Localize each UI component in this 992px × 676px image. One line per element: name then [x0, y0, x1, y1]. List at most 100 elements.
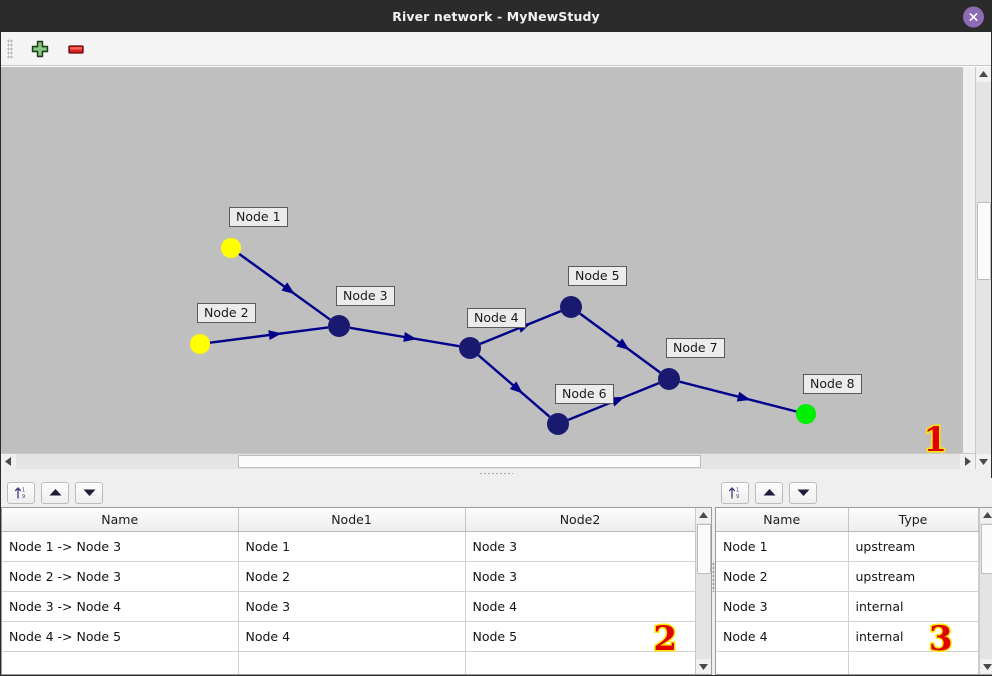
table-cell[interactable]: Node 1 [238, 531, 466, 562]
table-cell[interactable]: Node 5 [465, 621, 695, 652]
nodes-move-down-button[interactable] [789, 481, 817, 504]
graph-node-node-5[interactable] [560, 296, 582, 318]
table-cell[interactable]: internal [848, 621, 979, 652]
links-scroll-up-button[interactable] [696, 508, 711, 523]
table-cell[interactable]: Node 1 -> Node 3 [2, 531, 239, 562]
network-diagram[interactable]: Node 1 Node 2 Node 3 Node 4 Node 5 Node 6 Node… [1, 67, 963, 453]
column-header-node2[interactable]: Node2 [465, 508, 695, 532]
table-cell[interactable]: Node 4 -> Node 5 [2, 621, 239, 652]
scroll-right-button[interactable] [960, 454, 975, 469]
hscroll-thumb[interactable] [238, 455, 701, 468]
table-cell[interactable]: upstream [848, 531, 979, 562]
graph-vscrollbar[interactable] [975, 67, 991, 469]
splitter-grip-icon [479, 472, 513, 475]
table-cell[interactable]: Node 1 [716, 531, 849, 562]
table-cell-empty[interactable] [716, 651, 849, 674]
table-cell-empty[interactable] [465, 651, 695, 674]
add-node-button[interactable] [29, 38, 51, 60]
scroll-left-button[interactable] [1, 454, 16, 469]
node-label-node-4[interactable]: Node 4 [467, 308, 526, 329]
column-header-name[interactable]: Name [716, 508, 849, 532]
table-cell[interactable]: Node 3 [716, 591, 849, 622]
table-cell[interactable]: internal [848, 591, 979, 622]
links-scroll-down-button[interactable] [696, 659, 711, 674]
node-label-node-6[interactable]: Node 6 [555, 384, 614, 405]
graph-node-node-6[interactable] [547, 413, 569, 435]
table-cell-empty[interactable] [238, 651, 466, 674]
links-move-down-button[interactable] [75, 481, 103, 504]
triangle-right-icon [965, 457, 971, 466]
links-sort-button[interactable]: 1 9 [7, 481, 35, 504]
links-vscroll-thumb[interactable] [697, 524, 711, 574]
table-cell[interactable]: upstream [848, 561, 979, 592]
node-label-node-7[interactable]: Node 7 [666, 338, 725, 359]
toolbar-grip[interactable] [7, 38, 13, 59]
horizontal-splitter[interactable] [1, 469, 991, 478]
close-button[interactable] [963, 6, 984, 27]
delete-icon [68, 44, 84, 54]
nodes-vscrollbar[interactable] [978, 508, 992, 674]
graph-node-node-8[interactable] [796, 404, 816, 424]
column-header-node1[interactable]: Node1 [238, 508, 466, 532]
table-cell[interactable]: Node 2 [238, 561, 466, 592]
table-cell[interactable]: Node 4 [465, 591, 695, 622]
table-cell[interactable]: Node 3 [465, 531, 695, 562]
column-header-name[interactable]: Name [2, 508, 239, 532]
table-cell[interactable]: Node 2 [716, 561, 849, 592]
graph-node-node-4[interactable] [459, 337, 481, 359]
graph-node-node-1[interactable] [221, 238, 241, 258]
table-cell[interactable]: Node 3 [238, 591, 466, 622]
vscroll-thumb[interactable] [977, 202, 991, 280]
edge-arrow-icon [403, 331, 417, 342]
edge-line[interactable] [679, 380, 797, 413]
node-label-node-2[interactable]: Node 2 [197, 303, 256, 324]
nodes-scroll-up-button[interactable] [979, 508, 992, 523]
nodes-sort-button[interactable]: 1 9 [721, 481, 749, 504]
links-vscrollbar[interactable] [695, 508, 711, 674]
table-cell[interactable]: Node 4 [238, 621, 466, 652]
table-cell[interactable]: Node 2 -> Node 3 [2, 561, 239, 592]
nodes-toolbar: 1 9 [715, 478, 992, 507]
column-header-type[interactable]: Type [848, 508, 979, 532]
edge-arrow-icon [281, 282, 295, 295]
table-cell-empty[interactable] [2, 651, 239, 674]
nodes-move-up-button[interactable] [755, 481, 783, 504]
vertical-splitter[interactable] [712, 478, 715, 675]
scroll-down-button[interactable] [976, 454, 991, 469]
table-cell[interactable]: Node 4 [716, 621, 849, 652]
node-label-node-8[interactable]: Node 8 [803, 374, 862, 395]
triangle-down-icon [83, 489, 95, 496]
table-cell[interactable]: Node 3 [465, 561, 695, 592]
node-label-node-1[interactable]: Node 1 [229, 207, 288, 228]
graph-hscrollbar[interactable] [1, 453, 975, 469]
nodes-scroll-down-button[interactable] [979, 659, 992, 674]
graph-node-node-2[interactable] [190, 334, 210, 354]
node-label-node-3[interactable]: Node 3 [336, 286, 395, 307]
delete-node-button[interactable] [65, 38, 87, 60]
nodes-vscroll-thumb[interactable] [980, 524, 992, 574]
node-label-node-5[interactable]: Node 5 [568, 266, 627, 287]
graph-node-node-3[interactable] [328, 315, 350, 337]
main-toolbar [1, 32, 991, 66]
links-move-up-button[interactable] [41, 481, 69, 504]
svg-text:9: 9 [22, 494, 25, 500]
scroll-up-button[interactable] [976, 67, 991, 82]
graph-node-node-7[interactable] [658, 368, 680, 390]
table-row-empty[interactable] [716, 651, 979, 674]
table-cell[interactable]: Node 3 -> Node 4 [2, 591, 239, 622]
table-row-empty[interactable] [2, 651, 695, 674]
table-cell-empty[interactable] [848, 651, 979, 674]
